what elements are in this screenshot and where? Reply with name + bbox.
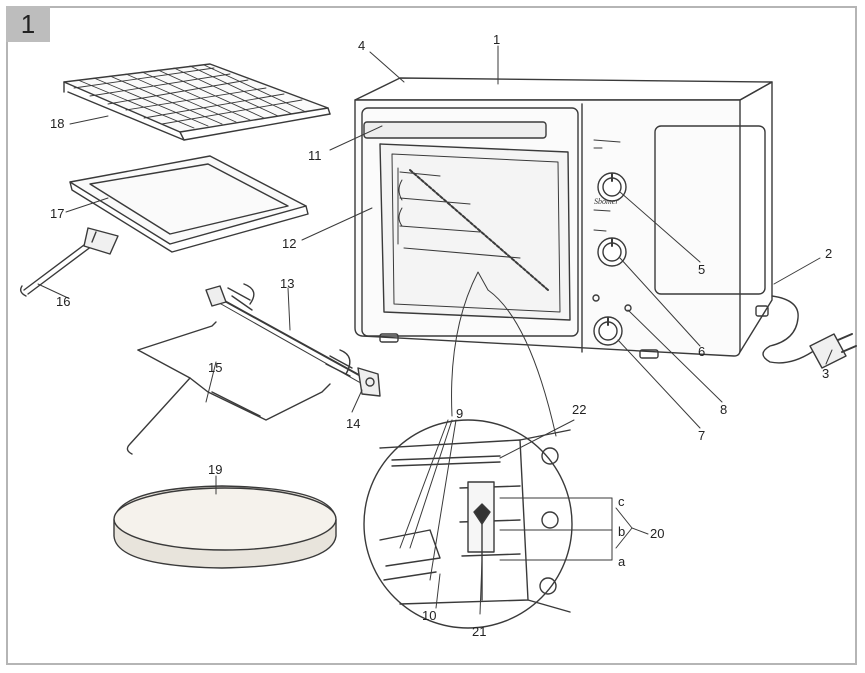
label-19: 19 [208,462,222,477]
label-17: 17 [50,206,64,221]
label-5: 5 [698,262,705,277]
oven-door [361,107,579,337]
label-8: 8 [720,402,727,417]
label-3: 3 [822,366,829,381]
label-22: 22 [572,402,586,417]
label-13: 13 [280,276,294,291]
leader-lines [37,45,833,495]
power-cord [762,295,857,369]
temperature-knob[interactable] [593,316,623,346]
label-b: b [618,524,625,539]
label-6: 6 [698,344,705,359]
interior-detail-view [363,271,649,629]
baking-tray [69,155,309,253]
label-c: c [618,494,625,509]
label-11: 11 [308,148,322,163]
label-18: 18 [50,116,64,131]
rotisserie-handle [126,321,331,455]
power-indicator-light [592,294,600,302]
function-knob[interactable] [597,237,627,267]
label-14: 14 [346,416,360,431]
oven-top [354,77,773,101]
brand-logo: Sbomer [594,197,619,206]
figure-number: 1 [6,6,50,42]
power-plug [809,333,847,369]
label-4: 4 [358,38,365,53]
label-16: 16 [56,294,70,309]
label-12: 12 [282,236,296,251]
label-2: 2 [825,246,832,261]
rotisserie-spit [205,283,381,397]
door-handle [363,121,547,139]
wire-rack [63,63,331,141]
label-20: 20 [650,526,664,541]
label-21: 21 [472,624,486,639]
oven [354,77,773,359]
pizza-stone [113,485,337,569]
label-1: 1 [493,32,500,47]
label-9: 9 [456,406,463,421]
label-10: 10 [422,608,436,623]
label-7: 7 [698,428,705,443]
label-a: a [618,554,626,569]
label-15: 15 [208,360,222,375]
tray-handle [19,227,119,297]
spit-fork [357,367,381,397]
timer-knob[interactable] [597,172,627,202]
spit-socket [473,503,491,525]
